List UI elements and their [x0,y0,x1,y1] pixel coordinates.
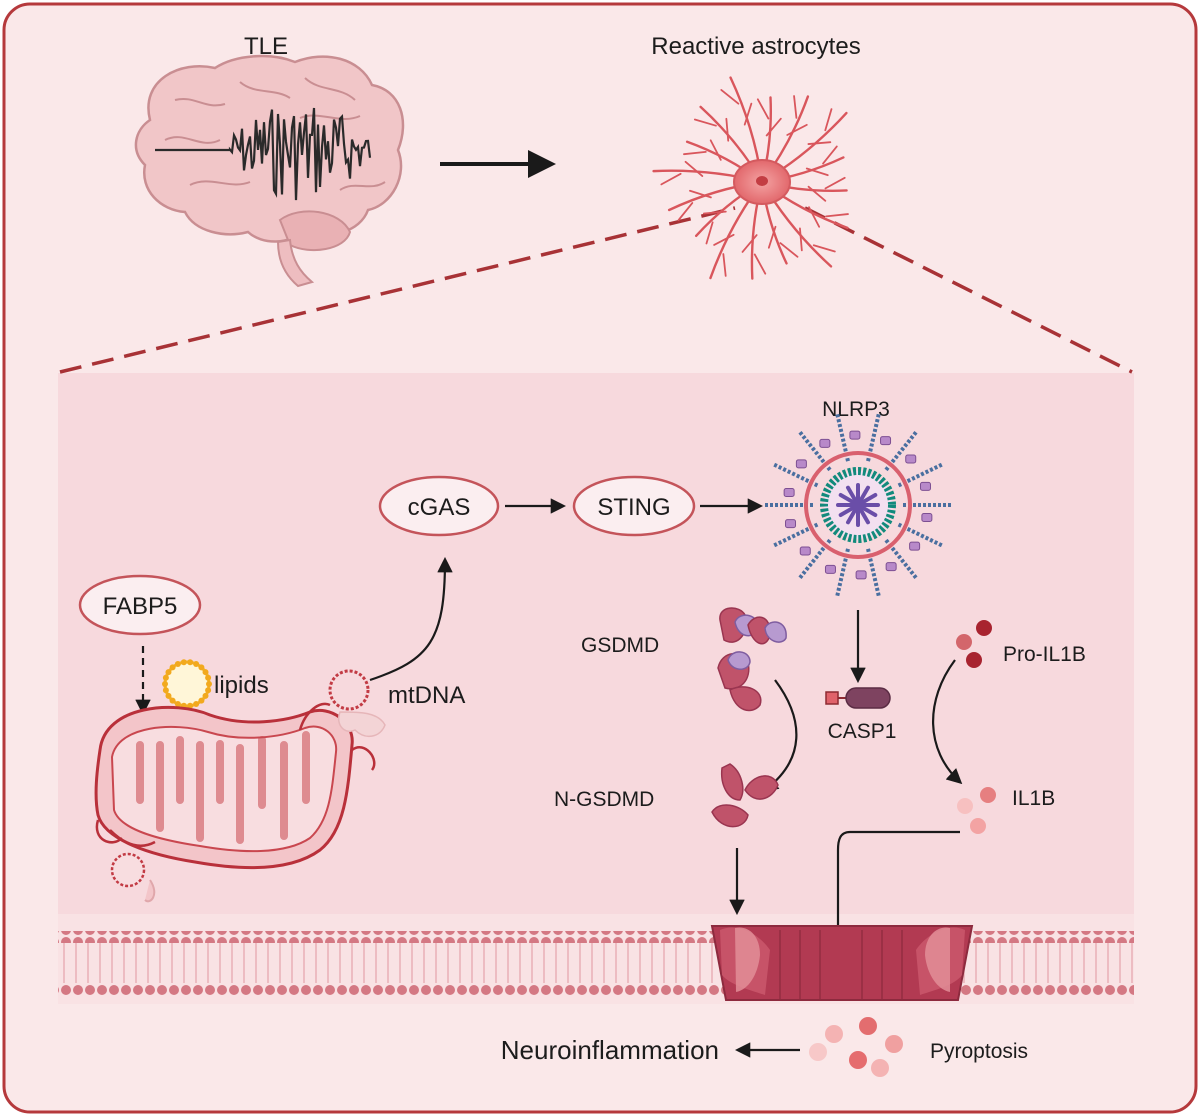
cgas-node [378,475,500,537]
gsdmd-protein-icon [717,607,787,712]
neuroinflammation-label: Neuroinflammation [501,1035,719,1065]
casp1-icon [825,687,891,709]
lipids-label: lipids [214,672,269,699]
brain-icon [134,54,405,288]
pyroptosis-label: Pyroptosis [930,1040,1028,1063]
arrow-il1b-pore [830,830,960,972]
il1b-icon [957,787,996,834]
zoom-line-left [59,206,736,374]
lipid-droplet-icon [162,659,212,709]
tle-label: TLE [244,33,288,60]
gsdmd-label: GSDMD [581,634,659,657]
cgas-label: cGAS [408,494,471,521]
il1b-label: IL1B [1012,787,1055,810]
casp1-label: CASP1 [828,720,897,743]
nlrp3-inflammasome-icon [763,411,953,599]
arrow-proil1b-il1b [932,659,963,785]
fabp5-node [78,574,202,636]
arrow-gsdmd-ngsdmd [762,679,798,792]
mitochondrion-icon [94,702,376,903]
sting-label: STING [597,494,670,521]
arrow-mtdna-cgas [369,556,453,682]
released-cytokines-icon [809,1017,903,1077]
mtdna-icon [328,669,386,737]
arrow-head [528,150,556,178]
pro-il1b-icon [956,620,992,668]
eeg-trace-icon [155,107,372,201]
pro-il1b-label: Pro-IL1B [1003,643,1086,666]
fabp5-label: FABP5 [103,593,178,620]
sting-node [572,475,696,537]
zoom-line-right [804,206,1133,374]
gsdmd-pore-icon [710,925,974,1001]
n-gsdmd-icon [711,763,779,828]
astrocyte-icon [652,76,849,280]
mtdna-label: mtDNA [388,682,465,709]
astro-label: Reactive astrocytes [651,33,860,60]
n-gsdmd-label: N-GSDMD [554,788,654,811]
